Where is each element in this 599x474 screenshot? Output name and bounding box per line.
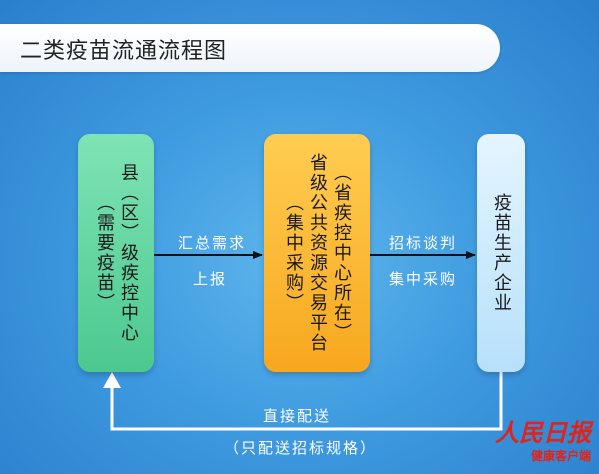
platform-purchase-note: （集中采购） [283, 193, 304, 313]
edge-label-report: 上报 [193, 270, 228, 288]
node-county-cdc: 县（区）级疾控中心 （需要疫苗） [78, 134, 154, 372]
edge-label-direct-delivery: 直接配送 [263, 407, 332, 425]
edge-label-tender: 招标谈判 [389, 234, 458, 252]
people-daily-logo: 人民日报 健康客户端 [483, 413, 591, 469]
page-title: 二类疫苗流通流程图 [20, 39, 228, 64]
manufacturer-label: 疫苗生产企业 [491, 193, 512, 313]
edge-label-delivery-note: （只配送招标规格） [224, 439, 378, 457]
platform-label: 省级公共资源交易平台 [307, 153, 328, 353]
node-vaccine-manufacturer: 疫苗生产企业 [477, 134, 525, 372]
logo-subtitle: 健康客户端 [530, 449, 591, 463]
county-cdc-label: 县（区）级疾控中心 [118, 163, 139, 343]
county-cdc-note: （需要疫苗） [94, 193, 115, 313]
platform-location-note: （省疾控中心所在） [331, 163, 352, 343]
node-provincial-platform: （省疾控中心所在） 省级公共资源交易平台 （集中采购） [264, 134, 370, 372]
title-banner: 二类疫苗流通流程图 [0, 24, 500, 72]
arrow-head-return [103, 372, 121, 388]
edge-label-summarize-demand: 汇总需求 [178, 234, 247, 252]
edge-label-central-purchase: 集中采购 [389, 270, 458, 288]
logo-brand: 人民日报 [495, 418, 591, 447]
arrow-manufacturer-to-county [110, 372, 503, 431]
